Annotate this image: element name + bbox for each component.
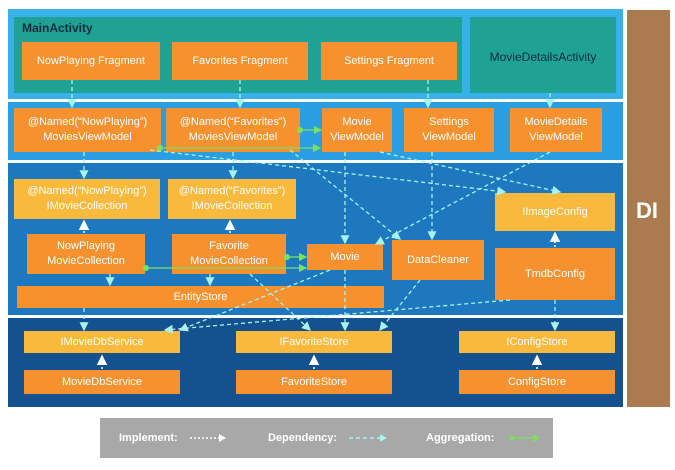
legend-implement-label: Implement: [119, 432, 178, 444]
iimageconfig: IImageConfig [495, 193, 615, 231]
legend-dependency-arrow [349, 434, 387, 442]
legend-dependency-label: Dependency: [268, 432, 338, 444]
di-label: DI [636, 198, 658, 223]
ifavoritestore: IFavoriteStore [236, 331, 392, 353]
legend-implement-arrow [190, 434, 226, 442]
settings-fragment: Settings Fragment [321, 42, 457, 80]
favoritestore: FavoriteStore [236, 370, 392, 394]
datacleaner: DataCleaner [392, 240, 484, 280]
moviedetails-viewmodel: MovieDetails ViewModel [510, 108, 602, 152]
nowplaying-moviesviewmodel: @Named(“NowPlaying”) MoviesViewModel [14, 108, 161, 152]
details-activity-panel [470, 17, 616, 93]
legend-aggregation-arrow [509, 434, 540, 442]
favorites-moviesviewmodel: @Named(“Favorites”) MoviesViewModel [166, 108, 300, 152]
main-activity-title: MainActivity [22, 21, 93, 35]
configstore: ConfigStore [459, 370, 615, 394]
moviedbservice: MovieDbService [24, 370, 180, 394]
favorite-moviecollection: Favorite MovieCollection [172, 234, 286, 274]
di-bar [627, 10, 670, 407]
favorites-fragment: Favorites Fragment [172, 42, 308, 80]
imoviedbservice: IMovieDbService [24, 331, 180, 353]
nowplaying-moviecollection: NowPlaying MovieCollection [27, 234, 145, 274]
legend-aggregation-label: Aggregation: [426, 432, 495, 444]
named-nowplaying-imoviecollection: @Named(“NowPlaying”) IMovieCollection [14, 179, 160, 219]
nowplaying-fragment: NowPlaying Fragment [22, 42, 160, 80]
named-favorites-imoviecollection: @Named(“Favorites”) IMovieCollection [168, 179, 296, 219]
details-activity-title: MovieDetailsActivity [489, 49, 597, 64]
entitystore: EntityStore [17, 286, 384, 308]
settings-viewmodel: Settings ViewModel [404, 108, 494, 152]
movie-entity: Movie [307, 244, 383, 270]
movie-viewmodel: Movie ViewModel [322, 108, 392, 152]
tmdbconfig: TmdbConfig [495, 248, 615, 300]
iconfigstore: IConfigStore [459, 331, 615, 353]
legend-panel [100, 418, 553, 458]
